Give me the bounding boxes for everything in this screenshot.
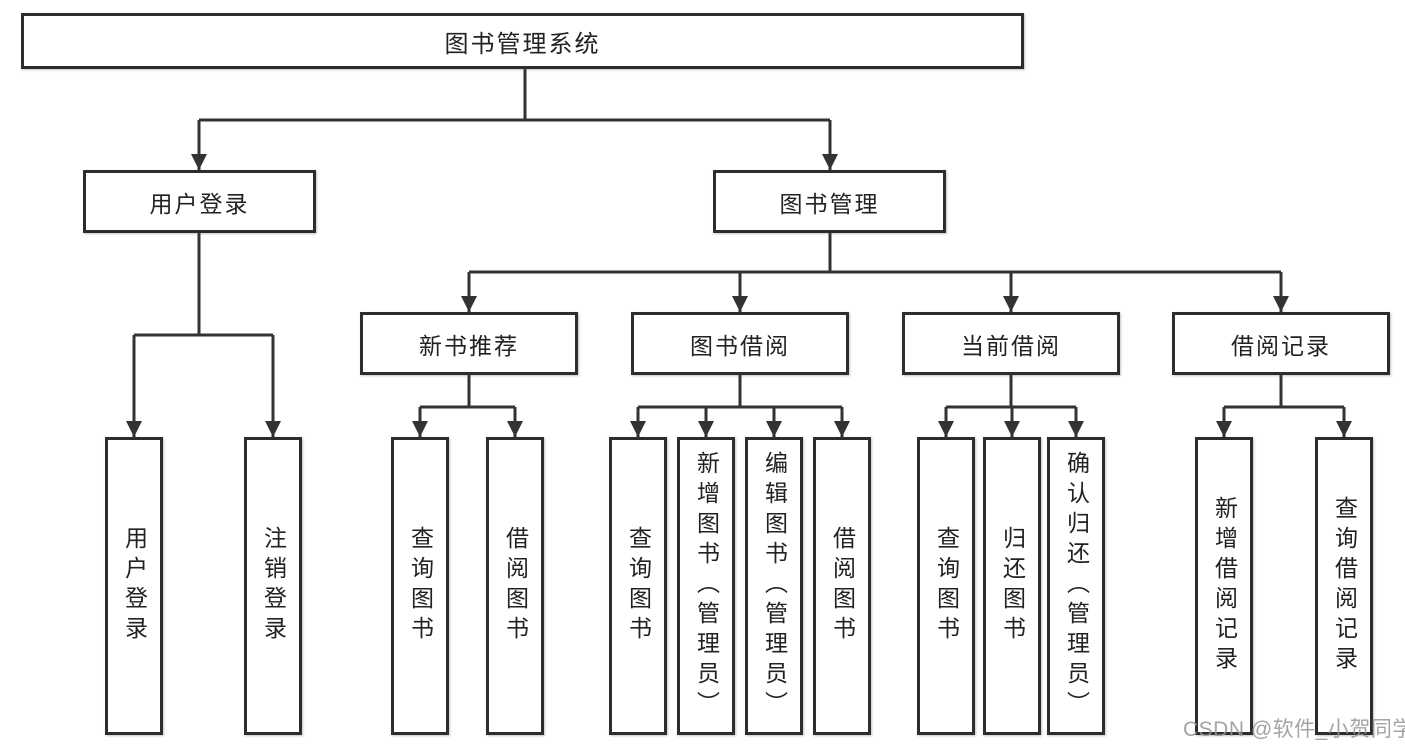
csdn-watermark: CSDN @软件_小贺同学 [1183, 718, 1405, 741]
leaf-logout: 注销登录 [244, 437, 302, 735]
leaf-nb-query-books: 查询图书 [391, 437, 449, 735]
node-user-login: 用户登录 [83, 170, 316, 233]
leaf-br-query-borrow-record: 查询借阅记录 [1315, 437, 1373, 735]
node-root: 图书管理系统 [21, 13, 1024, 69]
node-borrow-records: 借阅记录 [1172, 312, 1390, 375]
node-book-management: 图书管理 [713, 170, 946, 233]
leaf-cb-return-books: 归还图书 [983, 437, 1041, 735]
leaf-bb-add-books-admin: 新增图书（管理员） [677, 437, 735, 735]
leaf-cb-confirm-return-admin: 确认归还（管理员） [1047, 437, 1105, 735]
leaf-bb-borrow-books: 借阅图书 [813, 437, 871, 735]
leaf-nb-borrow-books: 借阅图书 [486, 437, 544, 735]
node-book-borrowing: 图书借阅 [631, 312, 849, 375]
leaf-bb-query-books: 查询图书 [609, 437, 667, 735]
leaf-bb-edit-books-admin: 编辑图书（管理员） [745, 437, 803, 735]
node-current-borrowing: 当前借阅 [902, 312, 1120, 375]
node-new-book-recommend: 新书推荐 [360, 312, 578, 375]
leaf-br-add-borrow-record: 新增借阅记录 [1195, 437, 1253, 735]
leaf-user-login: 用户登录 [105, 437, 163, 735]
leaf-cb-query-books: 查询图书 [917, 437, 975, 735]
